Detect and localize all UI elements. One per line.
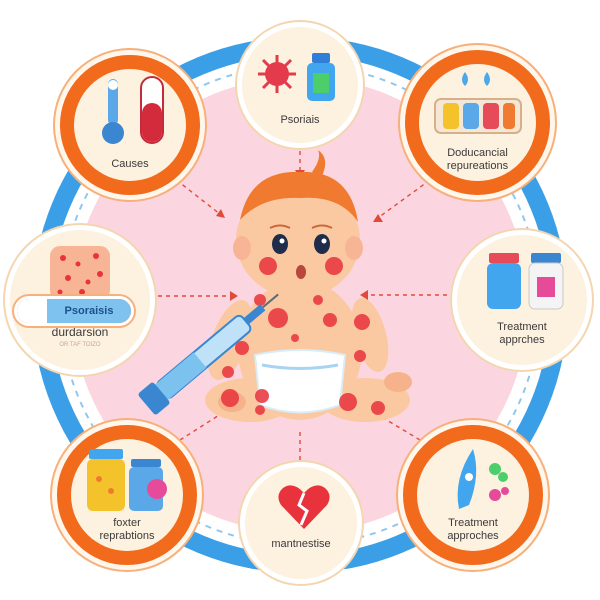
node-causes-label: Causes [111,158,149,170]
syringe-icon [138,293,279,415]
thermometer-icon [102,79,124,144]
node-psoriasis-label: Psoriais [280,114,320,126]
jars-icon [87,449,167,511]
droplets-icon [462,72,490,86]
node-top-right-label-1: Doducancial [447,147,508,159]
node-treatment-preparations: Doducancial repureations [400,45,555,200]
vials-icon [487,253,564,310]
node-psoriasis: Psoriais [237,22,363,148]
node-bottom-right-label-2: approches [447,530,499,542]
node-treatment-approaches-right: Treatment apprches [452,230,592,370]
node-right-label-2: apprches [499,334,545,346]
node-bottom-right-label-1: Treatment [448,517,498,529]
capsule-icon: Psoraisis [14,296,134,326]
node-foxter-reprabtions: foxter reprabtions [52,420,202,570]
node-treatment-approaches-bottom: Treatment approches [398,420,548,570]
node-top-right-label-2: repureations [446,160,509,172]
node-bottom-left-label-1: foxter [113,517,141,529]
test-tube-icon [140,76,164,144]
skin-patch-icon [50,246,110,300]
node-causes: Causes [55,50,205,200]
capsule-label: Psoraisis [47,299,131,323]
node-bottom-label: mantnestise [271,538,331,550]
node-left-small-label: OR TAF TOIZO [59,342,101,348]
rocket-icon [457,449,509,509]
node-left-label: durdarsion [51,325,109,339]
node-manifestations: mantnestise [240,462,362,584]
pill-box-icon [434,98,522,134]
node-bottom-left-label-2: reprabtions [99,530,155,542]
medicine-bottle-icon [307,53,335,101]
virus-icon [258,55,296,93]
node-right-label-1: Treatment [497,321,547,333]
broken-heart-icon [278,485,330,529]
rash-spots [221,257,385,415]
connector-lines [150,135,455,470]
